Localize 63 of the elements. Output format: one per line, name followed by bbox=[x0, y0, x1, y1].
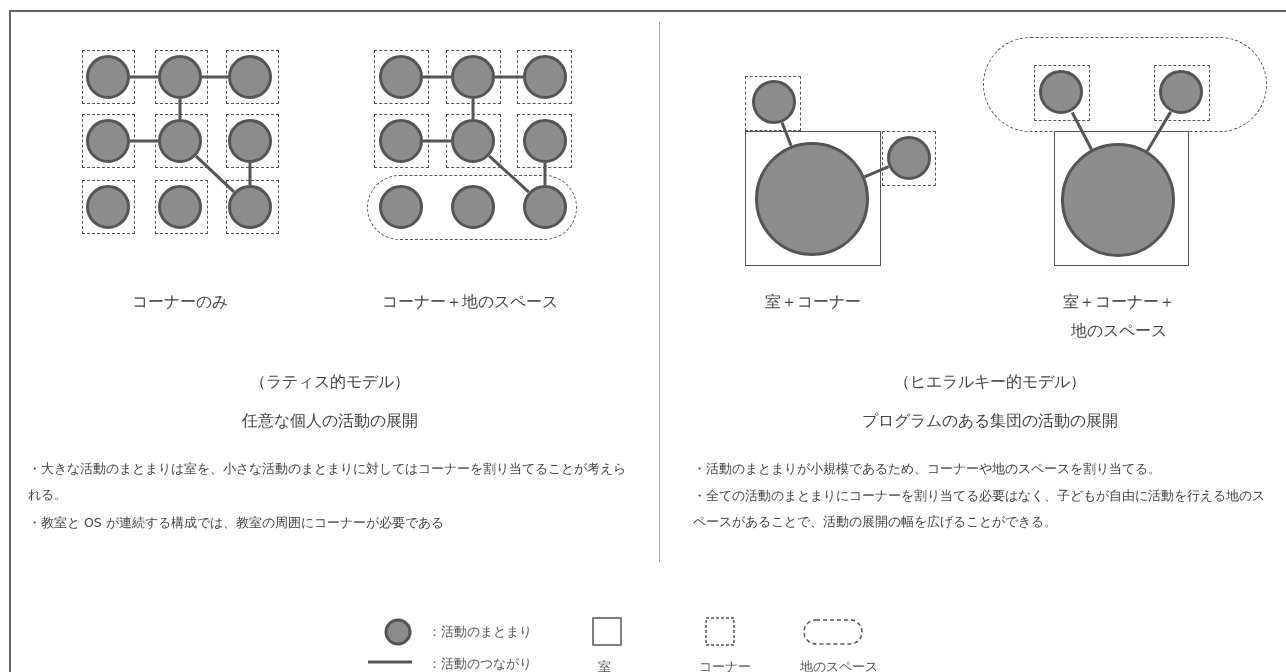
activity-circle bbox=[378, 54, 423, 99]
corner-box bbox=[226, 114, 279, 168]
caption-text: 室＋コーナー bbox=[763, 291, 862, 313]
activity-circle bbox=[378, 184, 423, 229]
activity-circle bbox=[450, 118, 495, 163]
connection-line bbox=[780, 121, 793, 147]
activity-circle bbox=[157, 118, 202, 163]
room-box bbox=[1054, 131, 1189, 266]
corner-box bbox=[155, 114, 208, 168]
corner-box bbox=[226, 180, 279, 234]
legend-text: 室 bbox=[598, 658, 611, 672]
corner-box bbox=[374, 50, 429, 104]
caption-text: 任意な個人の活動の展開 bbox=[241, 410, 419, 432]
connection-line bbox=[178, 99, 182, 119]
corner-box bbox=[882, 131, 936, 186]
activity-circle bbox=[751, 79, 796, 124]
corner-box bbox=[1033, 64, 1090, 121]
legend-text: コーナー bbox=[699, 658, 751, 672]
connection-line bbox=[423, 139, 451, 143]
legend-text: ：活動のまとまり bbox=[428, 623, 532, 641]
corner-box bbox=[446, 50, 501, 104]
activity-circle bbox=[1159, 70, 1203, 114]
corner-box bbox=[446, 114, 501, 168]
corner-box bbox=[374, 114, 429, 168]
connection-line bbox=[471, 99, 475, 119]
caption-text: 室＋コーナー＋地のスペース bbox=[1062, 291, 1176, 342]
activity-circle bbox=[227, 54, 272, 99]
activity-circle bbox=[227, 184, 272, 229]
activity-circle bbox=[886, 135, 931, 180]
connection-line bbox=[863, 165, 890, 179]
caption-text: プログラムのある集団の活動の展開 bbox=[861, 410, 1119, 432]
caption-text: （ラティス的モデル） bbox=[249, 371, 411, 393]
activity-circle bbox=[450, 54, 495, 99]
activity-circle bbox=[227, 118, 272, 163]
connection-line bbox=[423, 75, 451, 79]
connection-line bbox=[130, 75, 158, 79]
activity-circle bbox=[1039, 70, 1083, 114]
legend-text: 地のスペース bbox=[800, 658, 878, 672]
note-text: ・全ての活動のまとまりにコーナーを割り当てる必要はなく、子どもが自由に活動を行える地のスペースがあることで、活動の展開の幅を広げることができる。 bbox=[693, 487, 1266, 532]
note-text: ・教室と OS が連続する構成では、教室の周囲にコーナーが必要である bbox=[28, 514, 445, 532]
activity-circle bbox=[157, 54, 202, 99]
connection-line bbox=[488, 154, 530, 194]
connection-line bbox=[130, 139, 158, 143]
connection-line bbox=[248, 163, 252, 185]
corner-box bbox=[745, 76, 801, 131]
corner-box bbox=[1153, 64, 1210, 121]
note-text: ・活動のまとまりが小規模であるため、コーナーや地のスペースを割り当てる。 bbox=[693, 460, 1162, 478]
caption-text: コーナーのみ bbox=[131, 291, 229, 313]
room-box bbox=[745, 131, 881, 266]
corner-box bbox=[155, 180, 208, 234]
note-text: ・大きな活動のまとまりは室を、小さな活動のまとまりに対してはコーナーを割り当てることが考えられる。 bbox=[28, 460, 627, 505]
connection-line bbox=[495, 75, 523, 79]
activity-circle bbox=[157, 184, 202, 229]
caption-text: （ヒエラルキー的モデル） bbox=[893, 371, 1087, 393]
activity-circle bbox=[522, 184, 567, 229]
corner-box bbox=[226, 50, 279, 104]
corner-box bbox=[155, 50, 208, 104]
caption-text: コーナー＋地のスペース bbox=[381, 291, 559, 313]
legend-text: ：活動のつながり bbox=[428, 655, 532, 672]
activity-circle bbox=[378, 118, 423, 163]
connection-line bbox=[202, 75, 228, 79]
connection-line bbox=[195, 155, 235, 193]
connection-line bbox=[543, 163, 547, 185]
